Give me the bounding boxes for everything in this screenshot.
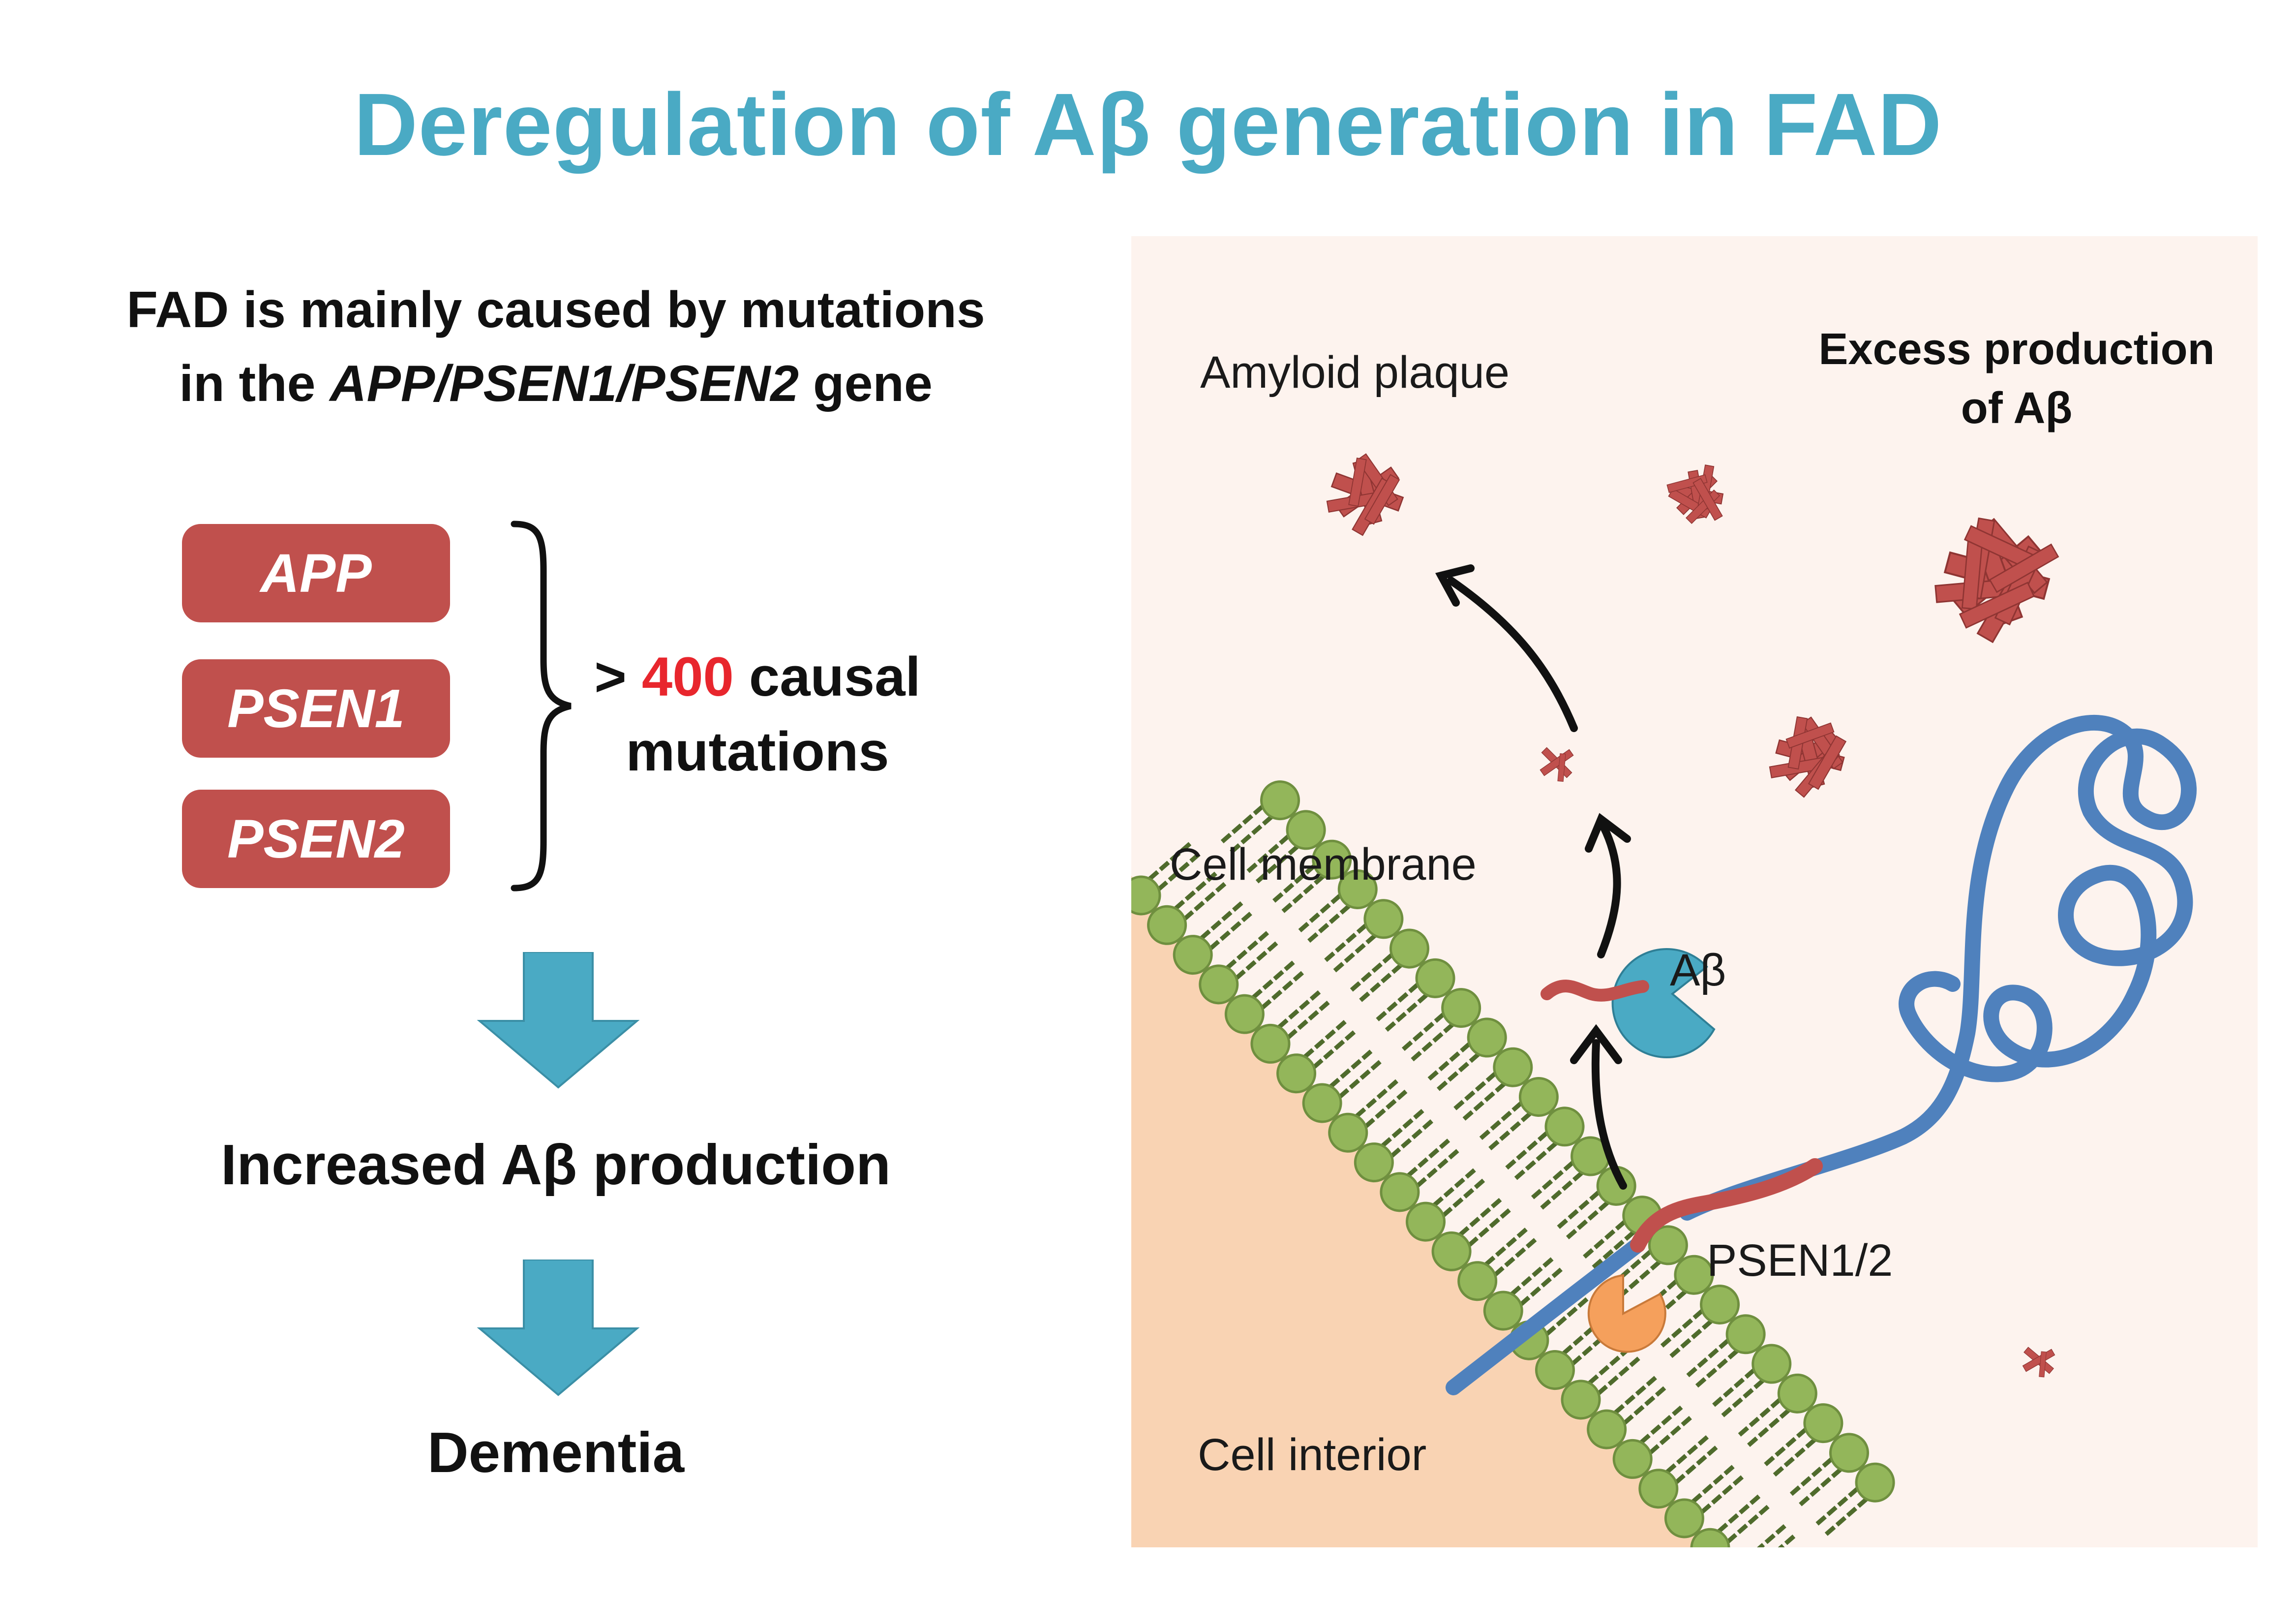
intro-gene-list: APP/PSEN1/PSEN2 [330, 355, 799, 412]
label-amyloid-plaque: Amyloid plaque [1200, 347, 1510, 398]
label-excess-line-2: of Aβ [1961, 384, 2073, 433]
intro-line-2-suffix: gene [799, 355, 933, 412]
page-title: Deregulation of Aβ generation in FAD [354, 75, 1942, 174]
arrow-oligomer [1597, 823, 1621, 958]
arrow-oligomer-head [1585, 813, 1631, 853]
gene-box-psen1: PSEN1 [182, 659, 450, 758]
gene-box-psen2: PSEN2 [182, 790, 450, 888]
mutation-prefix: > [594, 646, 627, 707]
intro-line-1: FAD is mainly caused by mutations [126, 281, 985, 338]
abeta-segment [1630, 1158, 1823, 1253]
mutation-count-text: > 400 causal mutations [580, 640, 935, 789]
gamma-secretase-icon [1587, 1274, 1666, 1353]
mutation-count: 400 [641, 646, 734, 707]
flow-step-dementia: Dementia [427, 1420, 685, 1484]
mutation-count-line-1: > 400 causal [580, 640, 935, 714]
app-protein-intracellular [1446, 1237, 1646, 1395]
down-arrow-icon [477, 1260, 640, 1396]
aggregation-arrows [1435, 564, 1631, 1190]
arrow-plaque [1447, 577, 1578, 732]
curly-brace [511, 521, 572, 892]
label-excess-line-1: Excess production [1818, 325, 2215, 374]
app-protein-extracellular [1679, 715, 2197, 1221]
abeta-monomer [1541, 980, 1649, 1002]
label-abeta: Aβ [1670, 945, 1726, 995]
label-cell-interior: Cell interior [1198, 1430, 1427, 1480]
flow-step-increased-abeta: Increased Aβ production [220, 1133, 891, 1197]
mutation-suffix: causal [749, 646, 921, 707]
down-arrow-icon [477, 952, 640, 1089]
mutation-count-line-2: mutations [626, 721, 889, 782]
label-excess-production: Excess production of Aβ [1781, 320, 2253, 438]
intro-line-2-prefix: in the [179, 355, 330, 412]
cell-illustration [1131, 236, 2258, 1547]
label-cell-membrane: Cell membrane [1170, 839, 1477, 890]
arrow-release-head [1570, 1024, 1622, 1064]
label-psen: PSEN1/2 [1707, 1235, 1893, 1286]
arrow-release [1591, 1039, 1627, 1190]
gene-box-app: APP [182, 524, 450, 622]
beta-secretase-icon [1611, 948, 1716, 1058]
arrow-plaque-head [1435, 564, 1475, 607]
intro-line-2: in the APP/PSEN1/PSEN2 gene [44, 347, 1067, 421]
